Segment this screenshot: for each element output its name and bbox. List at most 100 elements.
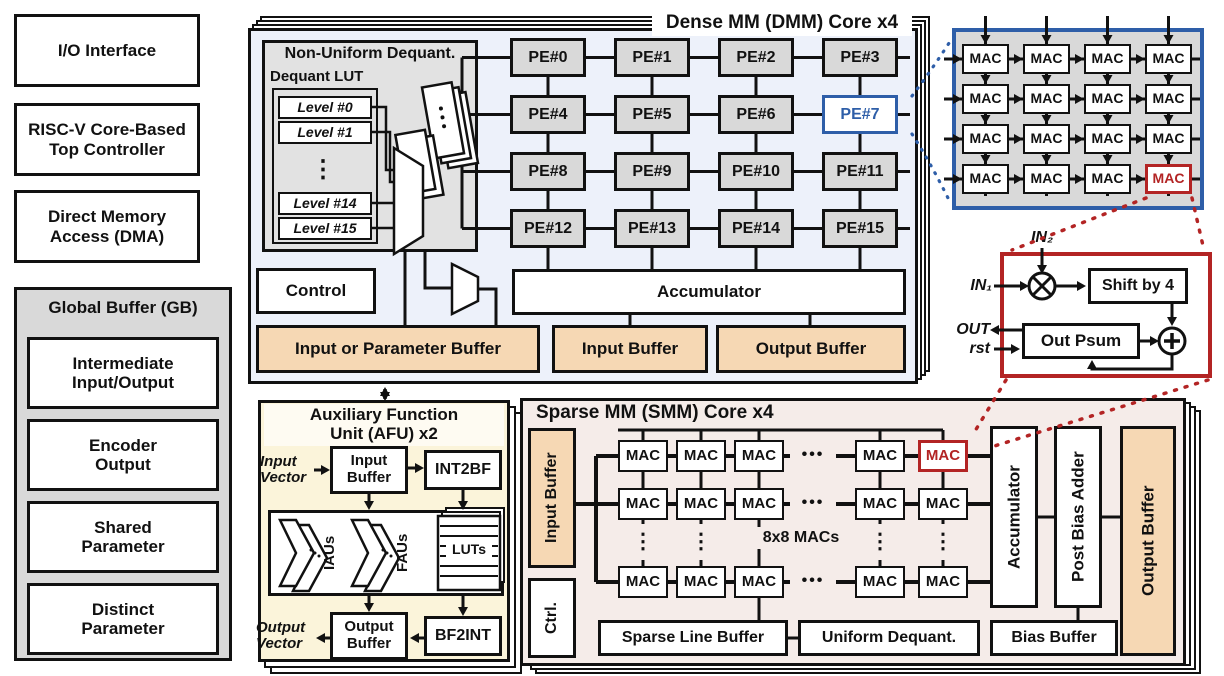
smm-row-ellipsis: ••• (790, 444, 836, 466)
pe-box: PE#1 (614, 38, 690, 77)
afu-int2bf-block: INT2BF (424, 450, 502, 490)
dequant-level-row: Level #0 (278, 96, 372, 119)
smm-col-ellipsis: ⋮ (689, 524, 713, 560)
pe-box: PE#13 (614, 209, 690, 248)
mac-detail-in2-label: IN₂ (1030, 229, 1054, 247)
pe-box: PE#8 (510, 152, 586, 191)
afu-input-buffer-block: Input Buffer (330, 446, 408, 494)
pe-box: PE#14 (718, 209, 794, 248)
dmm-control-block: Control (256, 268, 376, 314)
dmm-accumulator-block: Accumulator (512, 269, 906, 315)
mac-cell: MAC (1023, 84, 1070, 114)
afu-faus-label: FAUs (393, 533, 411, 573)
afu-bf2int-block: BF2INT (424, 616, 502, 656)
mac-cell: MAC (1084, 164, 1131, 194)
smm-mac-cell: MAC (618, 566, 668, 598)
mac-cell: MAC (962, 164, 1009, 194)
mac-cell: MAC (1084, 44, 1131, 74)
mac-detail-shift-block: Shift by 4 (1088, 268, 1188, 304)
afu-input-vector-label: Input Vector (260, 452, 307, 486)
mac-detail-rst-label: rst (969, 340, 990, 358)
pe-box-highlighted: PE#7 (822, 95, 898, 134)
mac-cell: MAC (1145, 84, 1192, 114)
smm-accumulator-block: Accumulator (990, 426, 1038, 608)
global-buffer-title: Global Buffer (GB) (48, 297, 198, 317)
dmm-input-buffer: Input Buffer (552, 325, 708, 373)
pe-box: PE#0 (510, 38, 586, 77)
gb-intermediate-io-block: Intermediate Input/Output (27, 337, 219, 409)
pe-box: PE#3 (822, 38, 898, 77)
smm-input-buffer: Input Buffer (528, 428, 576, 568)
smm-mac-cell: MAC (734, 566, 784, 598)
smm-mac-cell-highlighted: MAC (918, 440, 968, 472)
afu-title: Auxiliary Function Unit (AFU) x2 (264, 404, 504, 446)
mac-detail-out-label: OUT (956, 321, 990, 339)
dma-block: Direct Memory Access (DMA) (14, 190, 200, 263)
mac-cell: MAC (962, 44, 1009, 74)
smm-post-bias-adder-block: Post Bias Adder (1054, 426, 1102, 608)
pe-box: PE#5 (614, 95, 690, 134)
pe-box: PE#11 (822, 152, 898, 191)
smm-mac-cell: MAC (855, 440, 905, 472)
gb-encoder-output-block: Encoder Output (27, 419, 219, 491)
dequant-levels-ellipsis: ⋮ (311, 155, 335, 183)
smm-mac-cell: MAC (618, 440, 668, 472)
mac-detail-in1-label: IN₁ (970, 277, 992, 295)
pe-box: PE#10 (718, 152, 794, 191)
gb-shared-parameter-block: Shared Parameter (27, 501, 219, 573)
smm-mac-cell: MAC (676, 566, 726, 598)
io-interface-block: I/O Interface (14, 14, 200, 87)
smm-uniform-dequant-block: Uniform Dequant. (798, 620, 980, 656)
dequant-lut-title: Dequant LUT (270, 67, 364, 85)
mac-detail-out-psum-block: Out Psum (1022, 323, 1140, 359)
smm-bias-buffer: Bias Buffer (990, 620, 1118, 656)
smm-mac-cell: MAC (855, 566, 905, 598)
smm-mac-cell: MAC (734, 488, 784, 520)
mac-cell: MAC (962, 124, 1009, 154)
mac-cell: MAC (1023, 124, 1070, 154)
pe-box: PE#6 (718, 95, 794, 134)
dequant-level-row: Level #1 (278, 121, 372, 144)
smm-mac-cell: MAC (618, 488, 668, 520)
smm-output-buffer: Output Buffer (1120, 426, 1176, 656)
non-uniform-dequant-title: Non-Uniform Dequant. (284, 45, 456, 63)
smm-8x8-macs-label: 8x8 MACs (742, 527, 860, 549)
smm-row-ellipsis: ••• (790, 492, 836, 514)
afu-luts-label: LUTs (446, 541, 492, 559)
smm-mac-cell: MAC (855, 488, 905, 520)
smm-mac-cell: MAC (918, 488, 968, 520)
dmm-core-title: Dense MM (DMM) Core x4 (652, 11, 912, 36)
dequant-level-row: Level #15 (278, 217, 372, 240)
smm-col-ellipsis: ⋮ (931, 524, 955, 560)
riscv-controller-block: RISC-V Core-Based Top Controller (14, 103, 200, 176)
smm-mac-cell: MAC (676, 440, 726, 472)
pe-box: PE#4 (510, 95, 586, 134)
mac-cell: MAC (1023, 164, 1070, 194)
mac-cell: MAC (962, 84, 1009, 114)
pe-box: PE#9 (614, 152, 690, 191)
mac-cell: MAC (1023, 44, 1070, 74)
pe-box: PE#15 (822, 209, 898, 248)
smm-mac-cell: MAC (918, 566, 968, 598)
pe-box: PE#12 (510, 209, 586, 248)
smm-col-ellipsis: ⋮ (631, 524, 655, 560)
dmm-input-or-parameter-buffer: Input or Parameter Buffer (256, 325, 540, 373)
dmm-output-buffer: Output Buffer (716, 325, 906, 373)
smm-sparse-line-buffer: Sparse Line Buffer (598, 620, 788, 656)
mac-cell: MAC (1084, 84, 1131, 114)
smm-core-title: Sparse MM (SMM) Core x4 (532, 401, 802, 425)
smm-mac-cell: MAC (676, 488, 726, 520)
smm-col-ellipsis: ⋮ (868, 524, 892, 560)
dequant-level-row: Level #14 (278, 192, 372, 215)
smm-mac-cell: MAC (734, 440, 784, 472)
mac-cell: MAC (1145, 44, 1192, 74)
mac-cell: MAC (1084, 124, 1131, 154)
gb-distinct-parameter-block: Distinct Parameter (27, 583, 219, 655)
afu-output-vector-label: Output Vector (256, 618, 306, 652)
pe-box: PE#2 (718, 38, 794, 77)
smm-ctrl-block: Ctrl. (528, 578, 576, 658)
afu-output-buffer-block: Output Buffer (330, 612, 408, 660)
mac-cell-highlighted: MAC (1145, 164, 1192, 194)
mac-cell: MAC (1145, 124, 1192, 154)
